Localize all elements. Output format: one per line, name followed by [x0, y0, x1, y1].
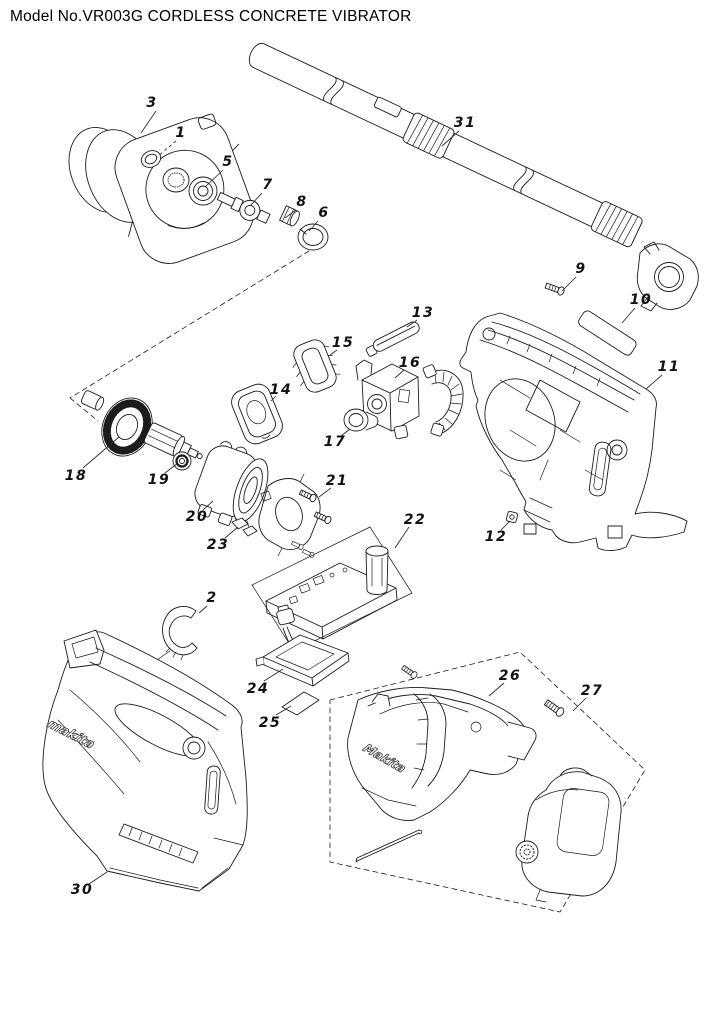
- washer-drawing: [162, 167, 190, 193]
- ball-bearing-drawing: [188, 176, 218, 206]
- part-label-1: 1: [175, 125, 186, 141]
- housing-right-drawing: [459, 312, 688, 551]
- part-leader-16: [394, 369, 405, 379]
- bearing-box-drawing: [68, 113, 254, 264]
- stop-ring-drawing: [140, 150, 162, 168]
- part-leader-18: [82, 436, 120, 469]
- knob-drawing: [343, 408, 379, 432]
- part-leader-11: [645, 374, 663, 390]
- part-leader-8: [284, 209, 297, 219]
- part-leader-2: [198, 605, 208, 614]
- part-label-16: 16: [399, 355, 421, 371]
- part-label-26: 26: [499, 668, 521, 684]
- alignment-axis-line: [69, 250, 310, 422]
- part-label-6: 6: [318, 205, 329, 221]
- part-leader-22: [394, 526, 410, 549]
- battery-cover-drawing: Makita: [347, 687, 537, 821]
- part-label-21: 21: [326, 473, 348, 489]
- part-leader-24: [263, 668, 284, 682]
- part-label-14: 14: [270, 382, 292, 398]
- end-cover-drawing: [515, 767, 622, 903]
- part-label-8: 8: [296, 194, 307, 210]
- part-leader-13: [406, 319, 418, 328]
- part-leader-20: [202, 500, 214, 511]
- part-leader-10: [621, 307, 636, 324]
- stator-drawing: [194, 441, 269, 526]
- part-label-15: 15: [332, 335, 354, 351]
- part-label-22: 22: [404, 512, 426, 528]
- part-leader-14: [270, 395, 277, 402]
- spindle-drawing: [216, 191, 271, 224]
- part-label-12: 12: [485, 529, 507, 545]
- part-label-2: 2: [206, 590, 217, 606]
- part-label-10: 10: [630, 292, 652, 308]
- part-label-17: 17: [324, 434, 346, 450]
- controller-drawing: [255, 604, 350, 687]
- brush-terminal-drawing: [231, 513, 258, 537]
- part-leader-25: [275, 705, 292, 716]
- part-label-23: 23: [207, 537, 229, 553]
- name-plate-drawing: [578, 310, 637, 356]
- part-label-30: 30: [71, 882, 93, 898]
- part-label-5: 5: [222, 154, 233, 170]
- rod-drawing: [355, 829, 423, 863]
- part-leader-9: [561, 276, 577, 292]
- part-leader-15: [329, 349, 338, 356]
- part-label-25: 25: [259, 715, 281, 731]
- part-leader-3: [140, 110, 157, 134]
- part-leader-31: [441, 130, 460, 147]
- switch-pad-drawing: [231, 383, 283, 445]
- part-label-24: 24: [247, 681, 269, 697]
- square-nut-drawing: [505, 510, 519, 524]
- part-leader-12: [500, 520, 511, 531]
- part-label-18: 18: [65, 468, 87, 484]
- part-label-27: 27: [581, 683, 603, 699]
- part-label-20: 20: [186, 509, 208, 525]
- part-leader-21: [318, 487, 332, 498]
- part-label-9: 9: [575, 261, 586, 277]
- part-leader-7: [249, 192, 263, 207]
- part-label-11: 11: [658, 359, 680, 375]
- ring-collar-drawing: [297, 223, 329, 251]
- part-label-13: 13: [412, 305, 434, 321]
- screw-21-drawing: [291, 489, 332, 558]
- screw-9-drawing: [544, 282, 565, 296]
- part-label-3: 3: [146, 95, 157, 111]
- insulation-sheet-drawing: [281, 691, 320, 716]
- part-leader-1: [157, 140, 177, 157]
- page-title: Model No.VR003G CORDLESS CONCRETE VIBRAT…: [10, 8, 412, 25]
- terminal-base-drawing: [251, 526, 413, 652]
- screw-26a-drawing: [401, 665, 418, 679]
- flexible-conduit-drawing: [422, 364, 464, 437]
- part-leader-6: [308, 220, 319, 232]
- bolt-27-drawing: [543, 699, 565, 717]
- flexible-shaft-tube-drawing: [248, 42, 699, 312]
- part-label-19: 19: [148, 472, 170, 488]
- part-label-7: 7: [262, 177, 273, 193]
- housing-left-drawing: makita: [42, 629, 248, 892]
- part-leader-30: [88, 871, 108, 885]
- bearing-19-drawing: [172, 451, 192, 471]
- part-leader-5: [204, 169, 224, 188]
- part-leader-17: [340, 428, 351, 437]
- grommet-bracket-drawing: [292, 339, 341, 393]
- part-label-31: 31: [454, 115, 476, 131]
- part-leader-23: [224, 526, 239, 539]
- part-leader-27: [572, 697, 587, 712]
- switch-drawing: [355, 359, 420, 440]
- part-leader-26: [488, 682, 505, 697]
- part-leader-19: [164, 462, 179, 474]
- lock-bar-drawing: [365, 321, 420, 357]
